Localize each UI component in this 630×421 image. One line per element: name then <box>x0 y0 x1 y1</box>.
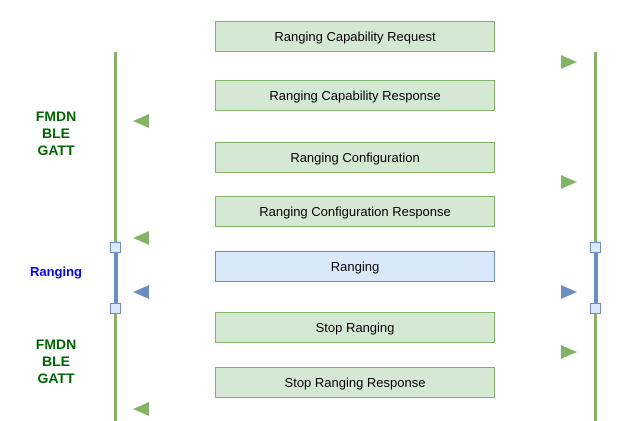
message-label: Ranging <box>330 259 380 274</box>
section-label-fmdn-ble-gatt-top: FMDN BLE GATT <box>0 108 112 159</box>
arrow-right-icon <box>133 175 577 189</box>
section-label-line: FMDN <box>35 336 77 352</box>
section-label-ranging: Ranging <box>0 263 112 280</box>
ranging-activation-right <box>593 253 598 303</box>
section-label-line: FMDN <box>35 108 77 124</box>
section-label-line: GATT <box>37 370 75 386</box>
message-box: Ranging Capability Request <box>215 21 495 52</box>
section-label-line: Ranging <box>30 264 82 279</box>
message-box: Ranging Configuration <box>215 142 495 173</box>
message-label: Ranging Configuration Response <box>259 204 451 219</box>
lifeline-left <box>114 52 117 421</box>
message-box: Ranging Configuration Response <box>215 196 495 227</box>
section-label-line: GATT <box>37 142 75 158</box>
message-label: Stop Ranging <box>315 320 395 335</box>
arrow-right-icon <box>133 345 577 359</box>
message-box: Stop Ranging <box>215 312 495 343</box>
section-label-fmdn-ble-gatt-bottom: FMDN BLE GATT <box>0 336 112 387</box>
message-box: Ranging Capability Response <box>215 80 495 111</box>
message-label: Ranging Configuration <box>290 150 420 165</box>
section-label-line: BLE <box>42 125 70 141</box>
activation-marker <box>110 242 121 253</box>
message-label: Stop Ranging Response <box>284 375 426 390</box>
message-label: Ranging Capability Request <box>274 29 436 44</box>
activation-marker <box>590 303 601 314</box>
activation-marker <box>110 303 121 314</box>
arrow-left-icon <box>133 114 566 128</box>
lifeline-right <box>594 52 597 421</box>
arrow-left-icon <box>133 231 566 245</box>
message-label: Ranging Capability Response <box>269 88 441 103</box>
activation-marker <box>590 242 601 253</box>
message-box: Ranging <box>215 251 495 282</box>
message-box: Stop Ranging Response <box>215 367 495 398</box>
arrow-right-icon <box>133 55 577 69</box>
arrow-both-icon <box>133 285 577 299</box>
section-label-line: BLE <box>42 353 70 369</box>
ranging-activation-left <box>113 253 118 303</box>
arrow-left-icon <box>133 402 566 416</box>
